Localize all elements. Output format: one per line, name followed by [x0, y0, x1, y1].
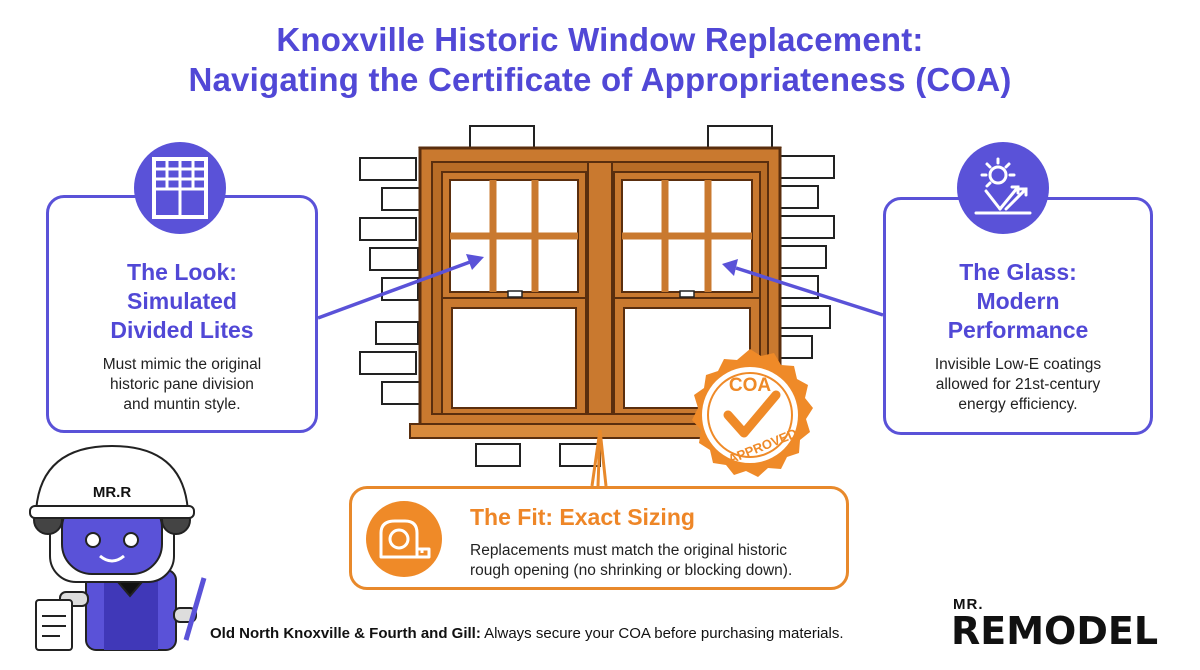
- footer-note: Old North Knoxville & Fourth and Gill: A…: [210, 624, 844, 644]
- page-title-line-2: Navigating the Certificate of Appropriat…: [188, 61, 1012, 98]
- window-frame: [409, 146, 791, 439]
- glass-heading-line-1: The Glass:: [959, 259, 1077, 285]
- footer-text: Always secure your COA before purchasing…: [480, 625, 844, 642]
- look-desc-line-3: and muntin style.: [123, 396, 241, 413]
- glass-desc-line-3: energy efficiency.: [958, 396, 1078, 413]
- badge-scalloped-edge: [692, 349, 813, 477]
- right-sash: [613, 171, 761, 415]
- glass-arrow: [722, 259, 884, 317]
- glass-card: The Glass: Modern Performance Invisible …: [883, 197, 1153, 435]
- mascot-robot: MR.R: [29, 444, 207, 651]
- brand-logo-top: MR.: [953, 596, 984, 613]
- glass-heading-line-3: Performance: [947, 317, 1089, 343]
- mascot-helmet-text: MR.R: [93, 484, 131, 501]
- look-card: The Look: Simulated Divided Lites Must m…: [46, 195, 318, 433]
- look-heading-line-1: The Look:: [127, 259, 237, 285]
- fit-card: The Fit: Exact Sizing Replacements must …: [349, 486, 849, 590]
- coa-approved-badge: COA APPROVED: [692, 349, 813, 477]
- glass-desc-line-1: Invisible Low-E coatings: [934, 356, 1102, 373]
- left-sash: [441, 171, 587, 415]
- glass-desc-line-2: allowed for 21st-century: [935, 376, 1101, 393]
- look-heading-line-2: Simulated: [127, 288, 237, 314]
- badge-bottom-text: APPROVED: [726, 425, 799, 466]
- fit-desc-line-1: Replacements must match the original his…: [470, 542, 788, 559]
- brand-logo-main: REMODEL: [951, 609, 1159, 653]
- look-desc-line-2: historic pane division: [110, 376, 254, 393]
- glass-heading-line-2: Modern: [976, 288, 1060, 314]
- footer-bold-text: Old North Knoxville & Fourth and Gill:: [210, 625, 481, 642]
- sun-reflect-icon: [957, 142, 1049, 234]
- fit-connector: [590, 429, 608, 487]
- window-grid-icon: [134, 142, 226, 234]
- fit-heading: The Fit: Exact Sizing: [470, 504, 695, 530]
- tape-measure-icon: [366, 501, 442, 577]
- look-desc-line-1: Must mimic the original: [102, 356, 262, 373]
- check-icon: [723, 390, 781, 438]
- brick-wall: [359, 125, 835, 467]
- look-arrow: [317, 254, 484, 320]
- fit-desc-line-2: rough opening (no shrinking or blocking …: [470, 562, 793, 579]
- page-title-line-1: Knoxville Historic Window Replacement:: [276, 21, 924, 58]
- look-heading-line-3: Divided Lites: [110, 317, 254, 343]
- badge-top-text: COA: [729, 375, 772, 396]
